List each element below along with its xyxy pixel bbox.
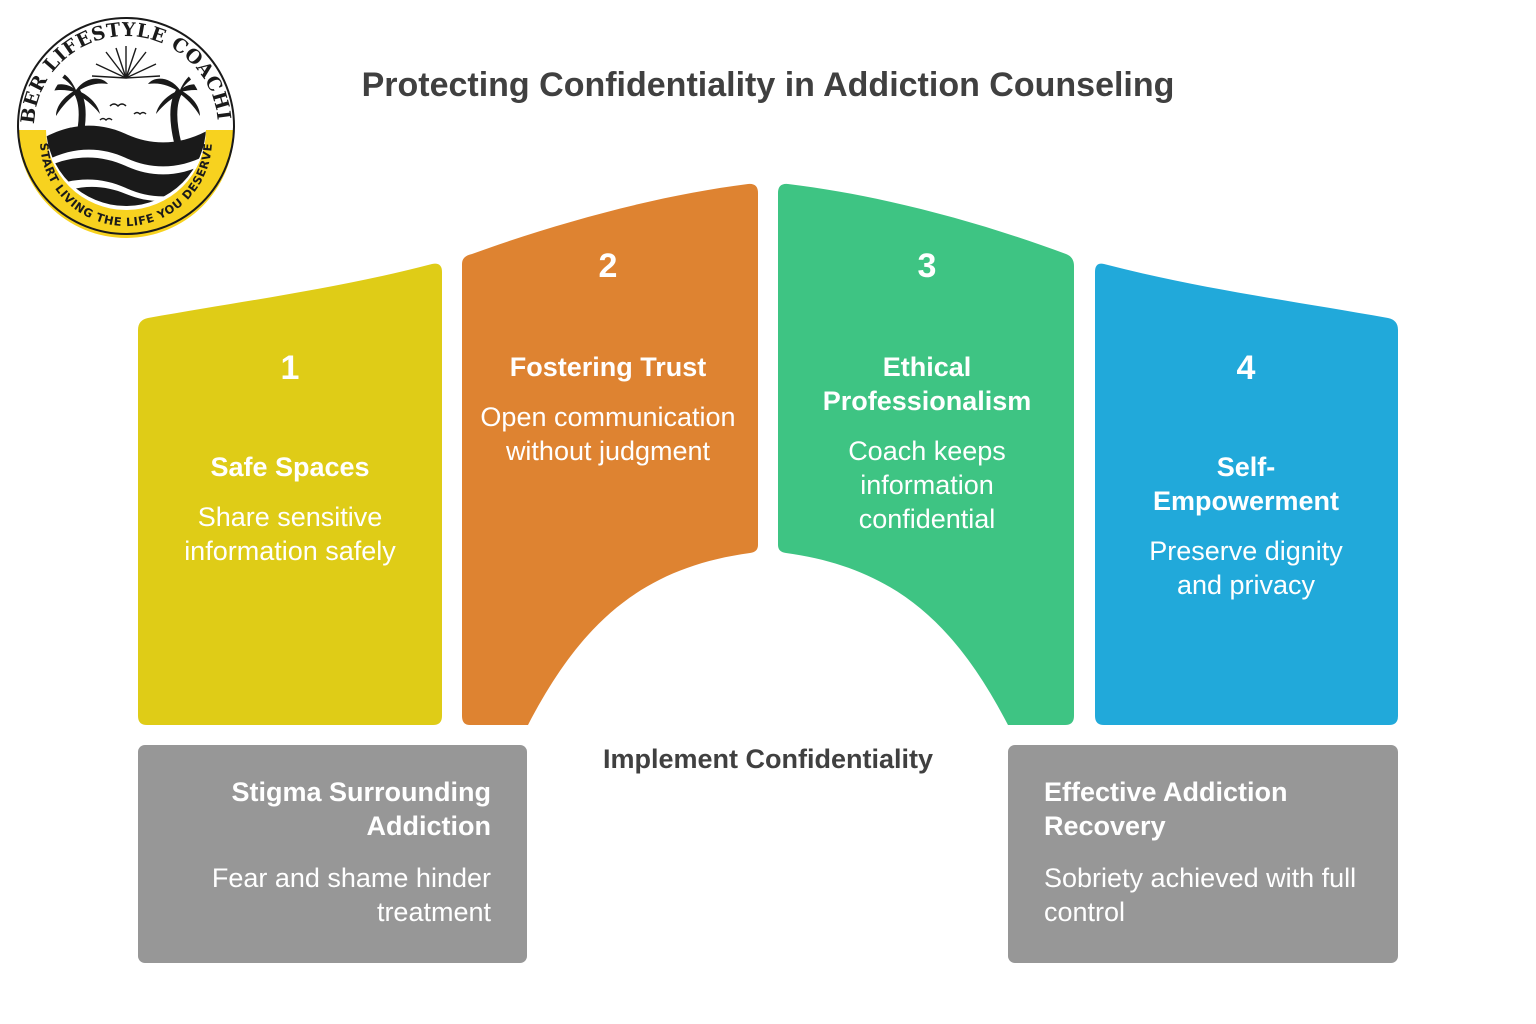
palm-trees-sun-waves-icon (46, 46, 206, 206)
pillar-number: 4 (1236, 349, 1256, 387)
pillar-shape-safe-spaces (138, 263, 442, 725)
box-description: Fear and shame hinder treatment (211, 863, 491, 927)
end-box: Effective Addiction Recovery Sobriety ac… (1008, 745, 1398, 963)
pillar-ethical-professionalism: 3 Ethical Professionalism Coach keeps in… (800, 246, 1054, 536)
pillar-description: Preserve dignity and privacy (1149, 536, 1343, 600)
pillar-self-empowerment: 4 Self-Empowerment Preserve dignity and … (1136, 348, 1356, 602)
pillar-description: Share sensitive information safely (184, 502, 396, 566)
pillar-heading: Safe Spaces (210, 452, 370, 482)
pillar-description: Coach keeps information confidential (848, 436, 1006, 534)
pillar-fostering-trust: 2 Fostering Trust Open communication wit… (480, 246, 736, 468)
pillar-description: Open communication without judgment (480, 402, 736, 466)
pillar-shape-ethical-professionalism (778, 183, 1074, 726)
pillar-shape-fostering-trust (462, 183, 758, 726)
logo-yellow-band (18, 130, 234, 238)
box-description: Sobriety achieved with full control (1044, 863, 1357, 927)
pillar-heading: Self-Empowerment (1152, 452, 1340, 516)
logo-outer-ring (17, 17, 235, 235)
box-heading: Stigma Surrounding Addiction (231, 777, 492, 841)
start-box: Stigma Surrounding Addiction Fear and sh… (138, 745, 527, 963)
pillar-number: 2 (598, 247, 618, 285)
page-title: Protecting Confidentiality in Addiction … (361, 66, 1175, 104)
pillar-heading: Fostering Trust (509, 352, 707, 382)
pillar-number: 1 (280, 349, 300, 387)
pillar-shape-self-empowerment (1095, 263, 1398, 725)
box-heading: Effective Addiction Recovery (1044, 777, 1288, 841)
center-label: Implement Confidentiality (602, 744, 934, 774)
pillar-number: 3 (917, 247, 937, 285)
logo: SOBER LIFESTYLE COACHING START LIVING TH… (10, 10, 235, 238)
pillar-safe-spaces: 1 Safe Spaces Share sensitive informatio… (168, 348, 412, 568)
pillar-heading: Ethical Professionalism (822, 352, 1032, 416)
